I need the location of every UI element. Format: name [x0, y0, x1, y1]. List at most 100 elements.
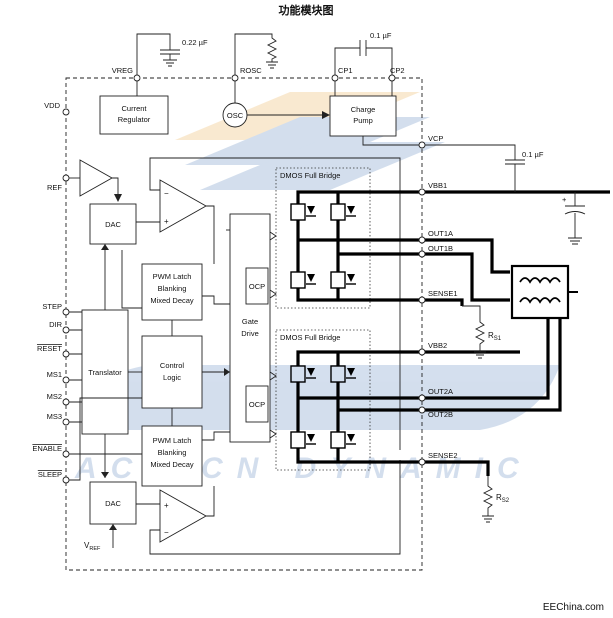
gate-drive-label-2: Drive — [241, 329, 259, 338]
pump-to-vcp-wire — [362, 136, 422, 146]
footer-label: EEChina.com — [543, 602, 604, 613]
cap-vcp-label: 0.1 µF — [522, 150, 544, 159]
rosc-ground-icon — [266, 61, 278, 69]
cap-vreg-label: 0.22 µF — [182, 38, 208, 47]
logic-to-gate-arrow — [224, 368, 230, 376]
comparator-top-minus: − — [164, 189, 169, 198]
vbb2-rail — [296, 350, 520, 366]
pin-rosc-label: ROSC — [240, 66, 262, 75]
pwm-top-to-gate-wire — [202, 295, 230, 305]
sense-feedback-bottom-wire — [149, 460, 401, 555]
feedback-wire-top — [149, 157, 401, 450]
pwm-latch-bottom-label-3: Mixed Decay — [150, 460, 194, 469]
pin-dir-label: DIR — [49, 320, 63, 329]
sense-feedback-top-wire — [149, 172, 160, 191]
rs2-ground-icon — [482, 515, 494, 523]
pin-ms2-label: MS2 — [47, 392, 62, 401]
comparator-bottom-output-wire — [206, 486, 215, 517]
bulk-cap-plate-2 — [564, 211, 586, 215]
pin-out1b-label: OUT1B — [428, 244, 453, 253]
diagram-title: 功能模块图 — [279, 3, 334, 17]
pin-cp1 — [331, 74, 339, 82]
pin-rosc — [231, 74, 239, 82]
pin-vbb2-label: VBB2 — [428, 341, 447, 350]
out1b-wire — [338, 252, 510, 302]
control-logic-block — [141, 335, 203, 409]
pin-vdd — [62, 108, 70, 116]
ref-buffer-triangle — [79, 159, 113, 197]
pin-ms2 — [62, 398, 70, 406]
comparator-top-output-wire — [206, 205, 215, 264]
cp-wire — [334, 47, 393, 78]
ocp-bottom-block — [245, 385, 269, 423]
chip-outline — [65, 77, 423, 571]
pin-vbb1-label: VBB1 — [428, 181, 447, 190]
stepper-motor — [510, 264, 570, 320]
translator-to-dac-bottom-arrow — [101, 472, 109, 478]
ocp-top-label: OCP — [249, 282, 265, 291]
pin-ms3 — [62, 418, 70, 426]
rs2-label: RS2 — [496, 493, 510, 504]
translator-label: Translator — [88, 368, 122, 377]
pin-sense2-label: SENSE2 — [428, 451, 458, 460]
motor-coil-a-icon — [519, 277, 561, 284]
translator-block — [81, 309, 129, 435]
dac-bottom-label: DAC — [105, 499, 121, 508]
gate-drive-label-1: Gate — [242, 317, 258, 326]
pwm-bottom-to-gate-wire — [202, 431, 230, 441]
mosfet-top-right-high — [330, 203, 356, 221]
pin-vcp-label: VCP — [428, 134, 443, 143]
pin-sense1 — [418, 296, 426, 304]
cap-cp-label: 0.1 µF — [370, 31, 392, 40]
pin-out2a — [418, 394, 426, 402]
pwm-latch-top-label-1: PWM Latch — [153, 272, 192, 281]
pin-ref-label: REF — [47, 183, 62, 192]
translator-to-pwm-top-wire — [121, 250, 142, 309]
comparator-top-plus: + — [164, 217, 169, 226]
control-logic-label-2: Logic — [163, 373, 181, 382]
pin-enable — [62, 450, 70, 458]
sense2-wire — [296, 448, 490, 476]
dac-bottom-block — [89, 481, 137, 525]
charge-pump-label-2: Pump — [353, 116, 373, 125]
pin-ms3-label: MS3 — [47, 412, 62, 421]
rosc-resistor-icon — [234, 33, 278, 78]
current-regulator-label-2: Regulator — [118, 115, 151, 124]
pin-dir — [62, 326, 70, 334]
translator-to-dac-top-arrow — [101, 244, 109, 250]
pin-vreg — [133, 74, 141, 82]
out1a-wire — [298, 238, 510, 274]
sense1-wire — [296, 288, 464, 306]
pin-cp2-label: CP2 — [390, 66, 405, 75]
vreg-ground-icon — [163, 54, 177, 67]
pin-out1a — [418, 236, 426, 244]
pin-sleep — [62, 476, 70, 484]
out2a-wire — [298, 316, 550, 400]
translator-input-wires — [69, 311, 82, 423]
osc-to-pump-arrow — [322, 111, 330, 119]
dmos-bridge-top-label: DMOS Full Bridge — [280, 171, 340, 180]
out2b-wire — [338, 316, 562, 412]
pin-step-label: STEP — [42, 302, 62, 311]
pin-ref — [62, 174, 70, 182]
dac-top-label: DAC — [105, 220, 121, 229]
pin-cp1-label: CP1 — [338, 66, 353, 75]
dmos-bridge-bottom-label: DMOS Full Bridge — [280, 333, 340, 342]
mosfet-top-right-low — [330, 271, 356, 289]
pin-cp2 — [388, 74, 396, 82]
pwm-latch-top-label-2: Blanking — [158, 284, 187, 293]
bulk-cap-ground-icon — [568, 213, 582, 245]
bulk-cap-plus: + — [562, 195, 567, 204]
pin-vbb1 — [418, 188, 426, 196]
right-pins — [418, 141, 426, 466]
enable-sleep-wires — [69, 397, 142, 481]
pin-ms1 — [62, 376, 70, 384]
pwm-latch-top-label-3: Mixed Decay — [150, 296, 194, 305]
dac-top-block — [89, 203, 137, 245]
pin-vcp — [418, 141, 426, 149]
mosfet-bottom-right-low — [330, 431, 356, 449]
rs1-ground-icon — [474, 351, 486, 359]
control-logic-label-1: Control — [160, 361, 185, 370]
rs2-resistor-icon — [482, 476, 494, 516]
